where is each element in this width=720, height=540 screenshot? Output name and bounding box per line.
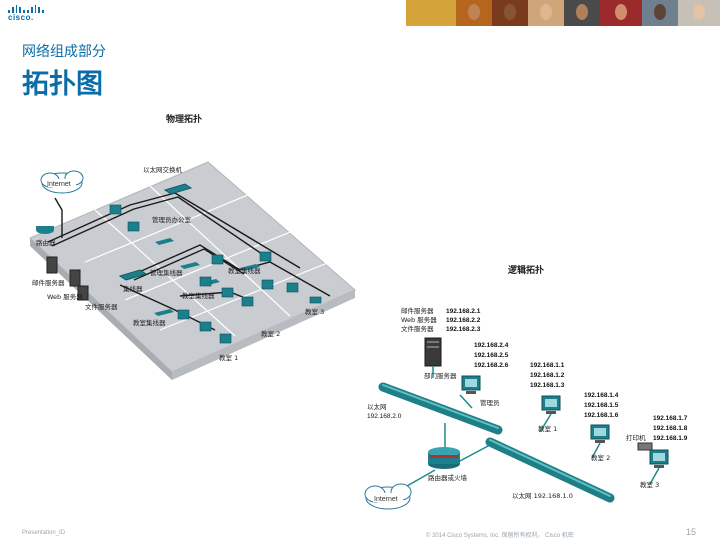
label-switch-top: 以太网交换机 (143, 165, 183, 174)
ip-address: 192.168.2.4 (474, 342, 509, 349)
ip-address: 192.168.1.8 (653, 425, 688, 432)
ip-address: 192.168.1.1 (530, 362, 565, 369)
label-admin-pc: 管理员 (480, 398, 500, 407)
footer-copyright: © 2014 Cisco Systems, Inc. 保留所有权利。 Cisco… (426, 530, 574, 539)
server-icon (425, 338, 441, 366)
label-class1: 教室 1 (538, 424, 557, 433)
physical-heading: 物理拓扑 (166, 113, 202, 125)
ethernet-bus-bottom (490, 440, 610, 498)
ip-address: 192.168.2.5 (474, 352, 509, 359)
ip-address: 192.168.2.1 (446, 308, 481, 315)
label-class3: 教室 3 (640, 480, 659, 489)
label-router-firewall: 路由器或火墙 (428, 473, 468, 482)
pc-icon (462, 376, 480, 394)
ip-address: 192.168.1.5 (584, 402, 619, 409)
internet-cloud-logical: Internet (365, 484, 411, 509)
ethernet-bus-top (383, 385, 498, 430)
logical-server-name: 邮件服务器 (401, 306, 434, 315)
label-ethernet-top-net: 192.168.2.0 (367, 413, 402, 420)
ip-address: 192.168.1.2 (530, 372, 565, 379)
label-printer: 打印机 (626, 433, 646, 442)
ip-address: 192.168.1.3 (530, 382, 565, 389)
label-class3: 教室 3 (305, 307, 324, 316)
label-web-server: Web 服务器 (47, 292, 83, 301)
label-admin-hub: 管理集线器 (150, 268, 183, 277)
label-class-hub-c: 教室集线器 (133, 318, 166, 327)
pc-icon (542, 396, 560, 414)
printer-icon (638, 443, 652, 450)
logical-cloud-label: Internet (374, 496, 398, 503)
ip-address: 192.168.1.4 (584, 392, 619, 399)
label-router: 路由器 (36, 238, 56, 247)
label-office-server: 部门服务器 (424, 371, 457, 380)
label-class2: 教室 2 (591, 453, 610, 462)
pc-icon (650, 450, 668, 468)
label-ethernet-bottom: 以太网 192.168.1.0 (512, 491, 573, 500)
label-hub: 集线器 (123, 284, 143, 293)
label-admin-office: 管理员办公室 (152, 215, 192, 224)
ip-address: 192.168.1.9 (653, 435, 688, 442)
label-class-hub-a: 教室集线器 (228, 266, 261, 275)
label-file-server: 文件服务器 (85, 302, 118, 311)
label-ethernet-top: 以太网 (367, 402, 387, 411)
ip-address: 192.168.2.3 (446, 326, 481, 333)
router-icon (36, 226, 54, 234)
pc-icon (591, 425, 609, 443)
logical-server-name: Web 服务器 (401, 315, 437, 324)
internet-cloud-physical: Internet (41, 171, 83, 193)
ip-address: 192.168.1.6 (584, 412, 619, 419)
footer-presentation-id: Presentation_ID (22, 530, 65, 536)
label-mail-server: 邮件服务器 (32, 278, 65, 287)
physical-cloud-label: Internet (47, 181, 71, 188)
firewall-router-icon (428, 447, 460, 469)
label-class-hub-b: 教室集线器 (182, 291, 215, 300)
floor-plan (30, 162, 355, 372)
label-class2: 教室 2 (261, 329, 280, 338)
ip-address: 192.168.1.7 (653, 415, 688, 422)
link-line (460, 395, 472, 408)
link-line (458, 445, 490, 462)
label-class1: 教室 1 (219, 353, 238, 362)
logical-heading: 逻辑拓扑 (507, 264, 544, 276)
ip-address: 192.168.2.2 (446, 317, 481, 324)
ip-address: 192.168.2.6 (474, 362, 509, 369)
logical-server-name: 文件服务器 (401, 324, 434, 333)
page-number: 15 (686, 527, 696, 537)
